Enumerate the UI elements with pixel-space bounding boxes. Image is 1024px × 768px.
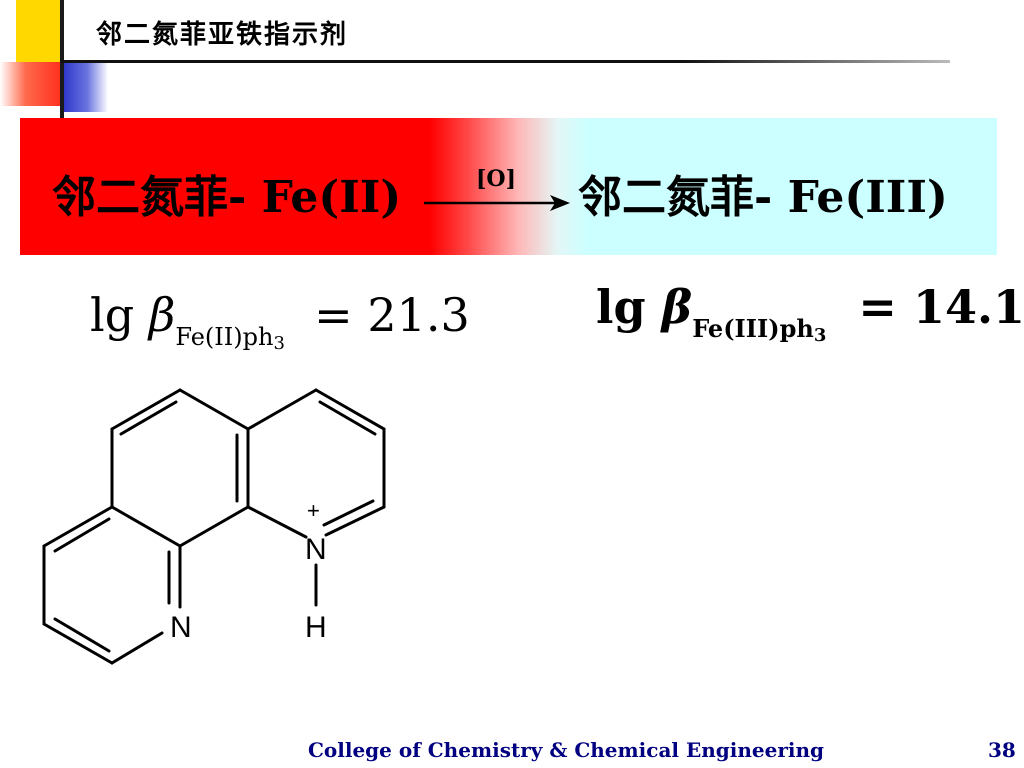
reaction-arrow [424,168,574,228]
stability-constant-fe3: lg βFe(III)ph3 = 14.1 [596,280,1024,346]
decorative-yellow-square [16,0,60,64]
decorative-vertical-line [60,0,64,118]
reactant-name: 邻二氮菲 [52,172,228,223]
product-ion: - Fe(III) [754,172,948,223]
title-underline [60,60,950,63]
arrow-icon [424,195,570,211]
decorative-red-bar [0,62,64,106]
product-name: 邻二氮菲 [578,172,754,223]
beta-symbol: β [661,280,693,334]
constant-value: 14.1 [912,280,1024,334]
beta-symbol: β [148,288,176,342]
equals-sign: = [314,288,353,342]
oxidant-label: [O] [476,166,516,192]
decorative-blue-square [62,62,108,112]
complex-subscript: Fe(II)ph [175,323,274,351]
reaction-banner [20,118,997,255]
positive-charge: + [307,498,320,523]
stability-constant-fe2: lg βFe(II)ph3 = 21.3 [90,288,470,354]
lg-symbol: lg [596,280,646,334]
equals-sign: = [858,280,897,334]
footer-institution: College of Chemistry & Chemical Engineer… [308,738,824,762]
subscript-index: 3 [813,325,827,346]
lg-symbol: lg [90,288,135,342]
hydrogen-label: H [305,611,327,644]
nitrogen-left-label: N [170,611,192,644]
product-formula: 邻二氮菲- Fe(III) [578,168,948,228]
constant-value: 21.3 [367,288,470,342]
reactant-formula: 邻二氮菲- Fe(II) [52,168,401,228]
subscript-index: 3 [273,333,285,354]
reactant-ion: - Fe(II) [228,172,402,223]
complex-subscript: Fe(III)ph [692,314,814,343]
nitrogen-right-label: N [305,533,327,566]
phenanthroline-structure: N N H + [42,388,386,665]
slide-title: 邻二氮菲亚铁指示剂 [96,20,349,50]
page-number: 38 [988,738,1016,762]
